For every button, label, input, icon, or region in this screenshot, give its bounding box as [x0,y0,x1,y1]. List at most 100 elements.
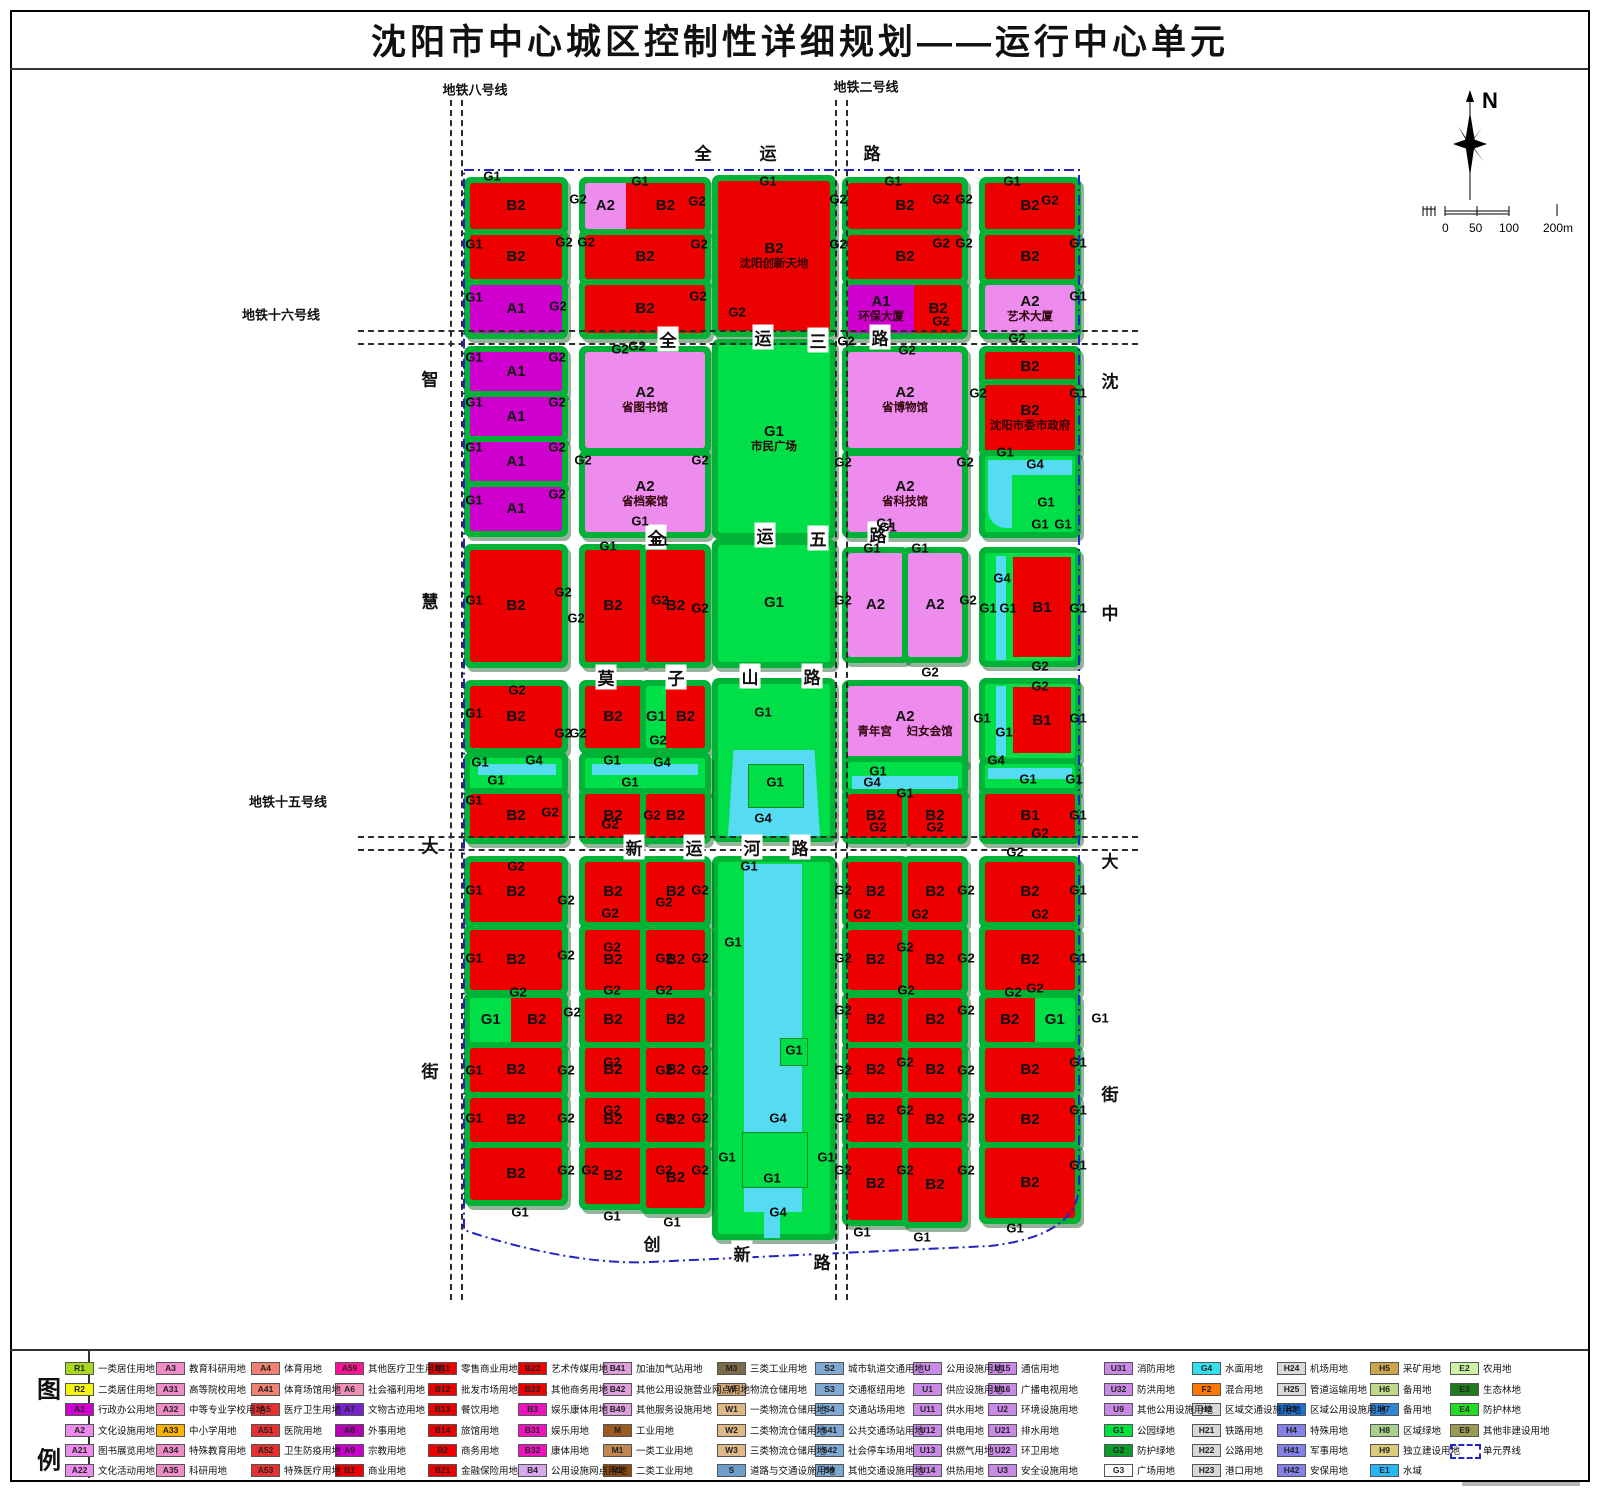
land-parcel: A2 [842,547,909,663]
code-tag: G2 [567,610,585,626]
code-tag: G1 [1019,771,1037,787]
legend-label: 其他公用设施营业网点用地 [636,1385,751,1396]
land-parcel: B2 [979,1142,1081,1224]
street-name-char: 慧 [421,592,439,612]
legend-code: A22 [71,1465,88,1476]
legend-code: H41 [1283,1445,1300,1456]
legend-label: 二类物流仓储用地 [750,1426,827,1437]
legend-swatch-B1: B1 [335,1464,364,1477]
legend-label: 商务用地 [461,1446,500,1457]
code-tag: G1 [483,168,501,184]
svg-text:200m: 200m [1543,221,1573,235]
facility-name-label: 沈阳创新天地 [739,257,809,270]
legend-code: U [924,1363,931,1374]
parcel-code-label: B2 [895,196,915,214]
legend-label: 道路与交通设施用地 [750,1466,836,1477]
road-name-char: 创 [641,1230,663,1256]
page-border [10,10,1590,1482]
legend-code: A8 [344,1425,355,1436]
legend-label: 文物古迹用地 [368,1405,426,1416]
land-parcel: B1 [1013,557,1071,657]
code-tag: G2 [869,819,887,835]
legend-swatch-R2: R2 [65,1383,94,1396]
legend-label: 中小学用地 [189,1426,237,1437]
parcel-area-B2: B2 [470,183,562,229]
water-area [996,686,1006,756]
legend-swatch-B4: B4 [518,1464,547,1477]
parcel-area-B2: B2 [985,1148,1075,1218]
legend-label: 管道运输用地 [1310,1385,1368,1396]
legend-label: 防护绿地 [1137,1446,1176,1457]
code-tag: G1 [879,519,897,535]
code-tag: G1 [817,1149,835,1165]
legend-label: 二类工业用地 [636,1466,694,1477]
legend-swatch-H3: H3 [1277,1403,1306,1416]
parcel-area-G1: G1 [470,998,512,1042]
legend-swatch-A52: A52 [251,1444,280,1457]
legend-code: A31 [162,1384,179,1395]
land-parcel: B2 [979,177,1081,235]
legend-code: B12 [434,1384,451,1395]
legend-label: 图书展览用地 [98,1446,156,1457]
legend-swatch-U14: U14 [913,1464,942,1477]
facility-name-label: 艺术大厦 [1007,310,1053,323]
legend-code: A35 [162,1465,179,1476]
code-tag: G1 [1069,807,1087,823]
code-tag: G2 [603,982,621,998]
code-tag: G1 [896,785,914,801]
code-tag: G4 [769,1110,787,1126]
parcel-area-B2: B2 [848,998,903,1042]
title-separator [10,68,1588,70]
road-name-char: 新 [731,1240,753,1266]
code-tag: G2 [896,1162,914,1178]
legend-swatch-H8: H8 [1370,1424,1399,1437]
legend-label: 机场用地 [1310,1364,1349,1375]
legend-label: 独立建设用地 [1403,1446,1461,1457]
code-tag: G2 [834,882,852,898]
legend-code: B3 [527,1404,538,1415]
legend-label: 公路用地 [1225,1446,1264,1457]
code-tag: G4 [769,1204,787,1220]
code-tag: G1 [1069,1054,1087,1070]
code-tag: G1 [759,173,777,189]
legend-label: 体育场馆用地 [284,1385,342,1396]
legend-swatch-H2: H2 [1192,1403,1221,1416]
parcel-code-label: B2 [865,1060,886,1078]
code-tag: G2 [557,947,575,963]
legend-label: 交通枢纽用地 [848,1385,906,1396]
legend-label: 供电用地 [946,1426,985,1437]
parcel-area-B2: B2 [985,862,1075,922]
code-tag: G1 [1069,600,1087,616]
legend-code: B49 [609,1404,626,1415]
legend-code: B14 [434,1425,451,1436]
parcel-area-B2: B2 [985,183,1075,229]
street-name-char: 街 [421,1062,439,1082]
land-parcel: B2 [842,1142,909,1226]
code-tag: G2 [577,234,595,250]
parcel-code-label: A2 [925,595,945,613]
legend-code: A5 [260,1404,271,1415]
legend-code: A53 [257,1465,274,1476]
legend-swatch-B3: B3 [518,1403,547,1416]
legend-code: W2 [725,1425,738,1436]
parcel-code-label: B2 [1000,1010,1020,1028]
legend-swatch-A9: A9 [335,1444,364,1457]
code-tag: G2 [956,454,974,470]
legend-label: 中等专业学校用地 [189,1405,266,1416]
legend-swatch-M: M [603,1424,632,1437]
parcel-code-label: B2 [1020,1173,1040,1191]
code-tag: G1 [663,1214,681,1230]
legend-code: U32 [1110,1384,1127,1395]
legend-label: 通信用地 [1021,1364,1060,1375]
code-tag: G2 [1004,984,1022,1000]
legend-code: B22 [524,1363,541,1374]
code-tag: G2 [957,882,975,898]
parcel-area-B2: B2 [470,1098,562,1142]
street-name-char: 中 [1101,604,1119,624]
parcel-code-label: B2 [527,1010,547,1028]
watermark [1462,1482,1580,1486]
